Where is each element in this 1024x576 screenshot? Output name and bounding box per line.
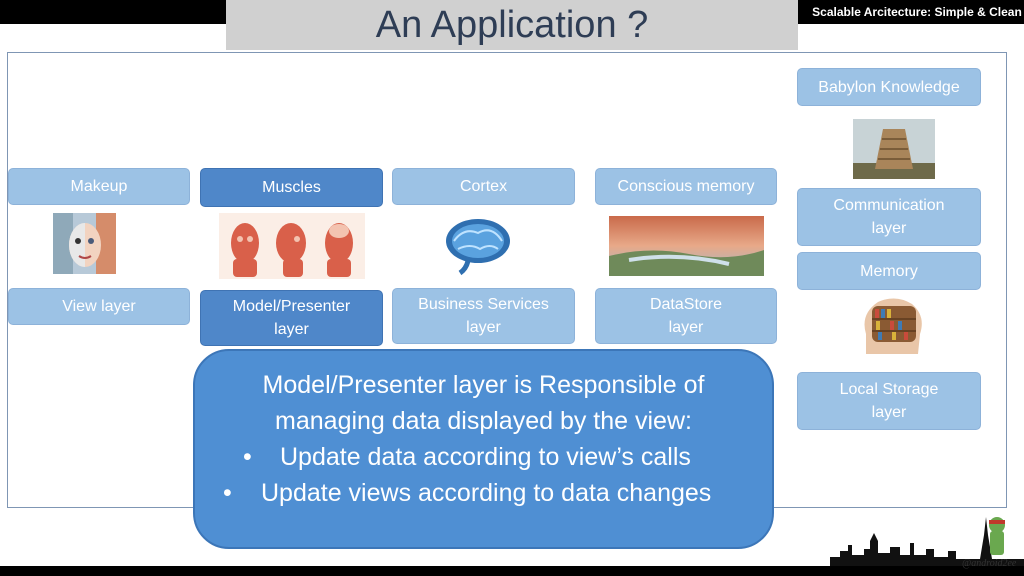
brand-label: Scalable Arcitecture: Simple & Clean <box>812 5 1022 19</box>
face-muscles-image <box>219 213 365 279</box>
slide-title: An Application ? <box>375 4 649 46</box>
datastore-label: DataStore layer <box>649 296 723 336</box>
local-storage-label: Local Storage layer <box>839 381 939 421</box>
callout-bullet-list: • Update data according to view’s calls •… <box>195 439 772 511</box>
callout-bullet-2-text: Update views according to data changes <box>261 479 712 507</box>
cortex-box: Cortex <box>392 168 575 205</box>
local-storage-box: Local Storage layer <box>797 372 981 430</box>
bullet-icon: • <box>223 479 232 507</box>
business-services-label: Business Services layer <box>418 296 549 336</box>
callout-bullet-1: • Update data according to view’s calls <box>195 439 772 475</box>
paris-skyline-image <box>830 505 1024 569</box>
muscles-box: Muscles <box>200 168 383 207</box>
bottom-bar <box>0 566 1024 576</box>
conscious-memory-box: Conscious memory <box>595 168 777 205</box>
communication-layer-box: Communication layer <box>797 188 981 246</box>
memory-label: Memory <box>860 262 918 280</box>
callout-line-2: managing data displayed by the view: <box>275 407 692 435</box>
memory-box: Memory <box>797 252 981 290</box>
title-band <box>226 0 798 50</box>
conscious-memory-label: Conscious memory <box>617 178 755 195</box>
tower-of-babel-image <box>853 119 935 179</box>
babylon-knowledge-label: Babylon Knowledge <box>818 78 960 96</box>
author-handle: @android2ee <box>962 558 1017 569</box>
business-services-box: Business Services layer <box>392 288 575 344</box>
landscape-image <box>609 216 764 276</box>
callout-line-1: Model/Presenter layer is Responsible of <box>262 371 705 399</box>
view-layer-box: View layer <box>8 288 190 325</box>
view-layer-label: View layer <box>62 298 136 315</box>
bullet-icon: • <box>243 443 252 471</box>
makeup-box: Makeup <box>8 168 190 205</box>
callout-panel: Model/Presenter layer is Responsible of … <box>193 349 774 549</box>
cortex-label: Cortex <box>459 178 508 195</box>
callout-bullet-1-text: Update data according to view’s calls <box>280 443 691 471</box>
face-makeup-image <box>53 213 116 274</box>
head-bookshelf-image <box>856 294 930 356</box>
callout-bullet-2: • Update views according to data changes <box>195 475 772 511</box>
brain-image <box>440 213 514 276</box>
communication-layer-label: Communication layer <box>833 197 945 237</box>
makeup-label: Makeup <box>70 178 128 195</box>
datastore-box: DataStore layer <box>595 288 777 344</box>
babylon-knowledge-box: Babylon Knowledge <box>797 68 981 106</box>
model-presenter-label: Model/Presenter layer <box>232 298 351 338</box>
muscles-label: Muscles <box>262 179 321 196</box>
model-presenter-box: Model/Presenter layer <box>200 290 383 346</box>
